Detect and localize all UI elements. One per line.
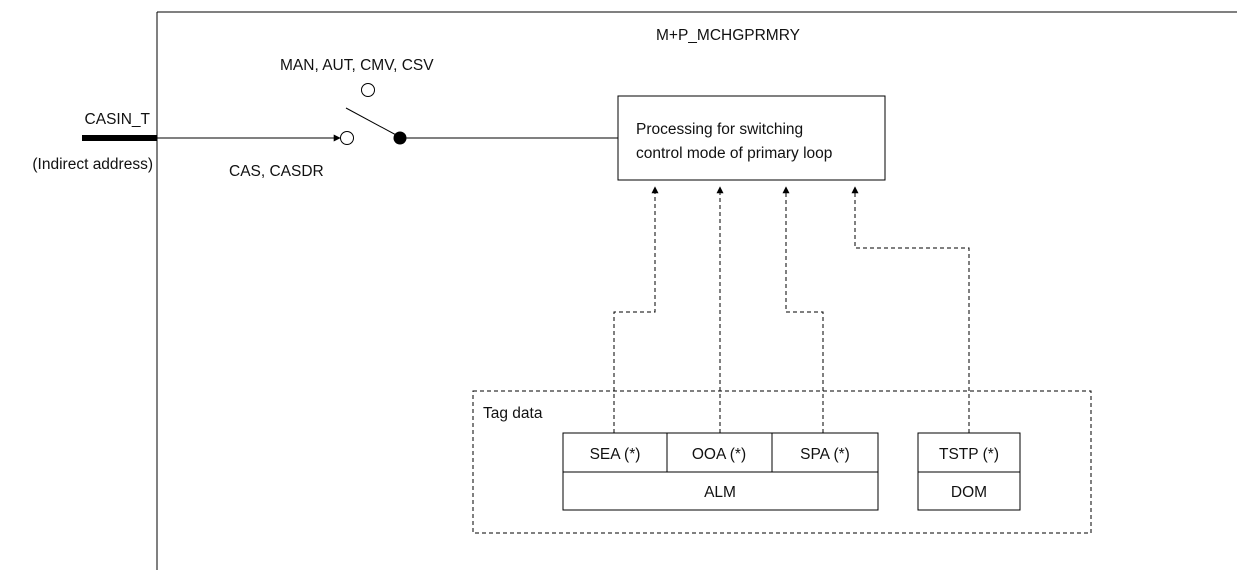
tstp-signal-line [851,186,970,433]
switch-contact-man [361,83,375,97]
switch-top-label: MAN, AUT, CMV, CSV [280,57,434,74]
block-title: M+P_MCHGPRMRY [656,27,800,44]
tag-data-label: Tag data [483,405,543,422]
switch-pivot [393,131,407,145]
sea-signal-line [613,186,659,433]
input-name-label: CASIN_T [85,111,151,128]
function-block-frame [156,11,1237,570]
alm-label: ALM [704,484,736,501]
mode-switch [340,83,407,145]
switch-lever [345,107,399,137]
switch-contact-cas [340,131,354,145]
alm-field-sea: SEA (*) [590,446,641,463]
input-terminal [82,135,157,141]
dom-label: DOM [951,484,987,501]
dom-field-tstp: TSTP (*) [939,446,999,463]
processing-line-2: control mode of primary loop [636,145,832,162]
alm-field-spa: SPA (*) [800,446,850,463]
alm-field-ooa: OOA (*) [692,446,746,463]
input-note-label: (Indirect address) [32,156,153,173]
processing-box [617,95,886,181]
tag-data-container [472,390,1092,534]
spa-signal-line [782,186,824,433]
processing-line-1: Processing for switching [636,121,803,138]
alm-table [562,432,879,511]
dashed-signal-lines [613,186,970,433]
switch-bottom-label: CAS, CASDR [229,163,324,180]
dom-table [917,432,1021,511]
